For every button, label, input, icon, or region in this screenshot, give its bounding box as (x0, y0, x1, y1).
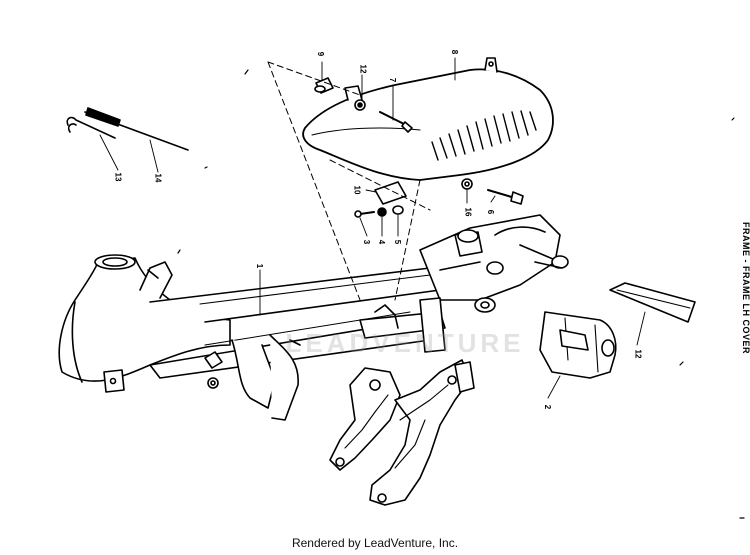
footer-credit: Rendered by LeadVenture, Inc. (291, 536, 459, 550)
callout-12b: 12 (633, 349, 643, 359)
callout-lines (99, 57, 646, 399)
cover-vents (431, 110, 537, 161)
callout-10: 10 (352, 185, 362, 195)
callout-12: 12 (358, 64, 368, 74)
callout-16: 16 (463, 207, 473, 217)
callout-14: 14 (153, 173, 163, 183)
scan-marks (177, 69, 745, 519)
battery-cover (539, 311, 617, 379)
engine-mount-plates (329, 297, 475, 506)
callout-1: 1 (255, 263, 265, 269)
hardware-parts (314, 77, 524, 218)
callout-5: 5 (393, 239, 403, 245)
callout-9: 9 (316, 51, 326, 57)
callout-7: 7 (388, 77, 398, 83)
watermark-text: LEADVENTURE (285, 328, 525, 358)
main-frame (58, 214, 569, 421)
callout-4: 4 (377, 239, 387, 245)
side-plate (609, 282, 696, 323)
lh-cover (302, 57, 554, 181)
callout-13: 13 (113, 172, 123, 182)
callout-8: 8 (450, 49, 460, 55)
callout-2: 2 (543, 404, 553, 410)
callout-6: 6 (486, 209, 496, 215)
diagram-title: FRAME - FRAME LH COVER (741, 222, 750, 354)
callout-3: 3 (362, 239, 372, 245)
tool-kit (66, 107, 189, 151)
leader-lines (267, 61, 431, 301)
